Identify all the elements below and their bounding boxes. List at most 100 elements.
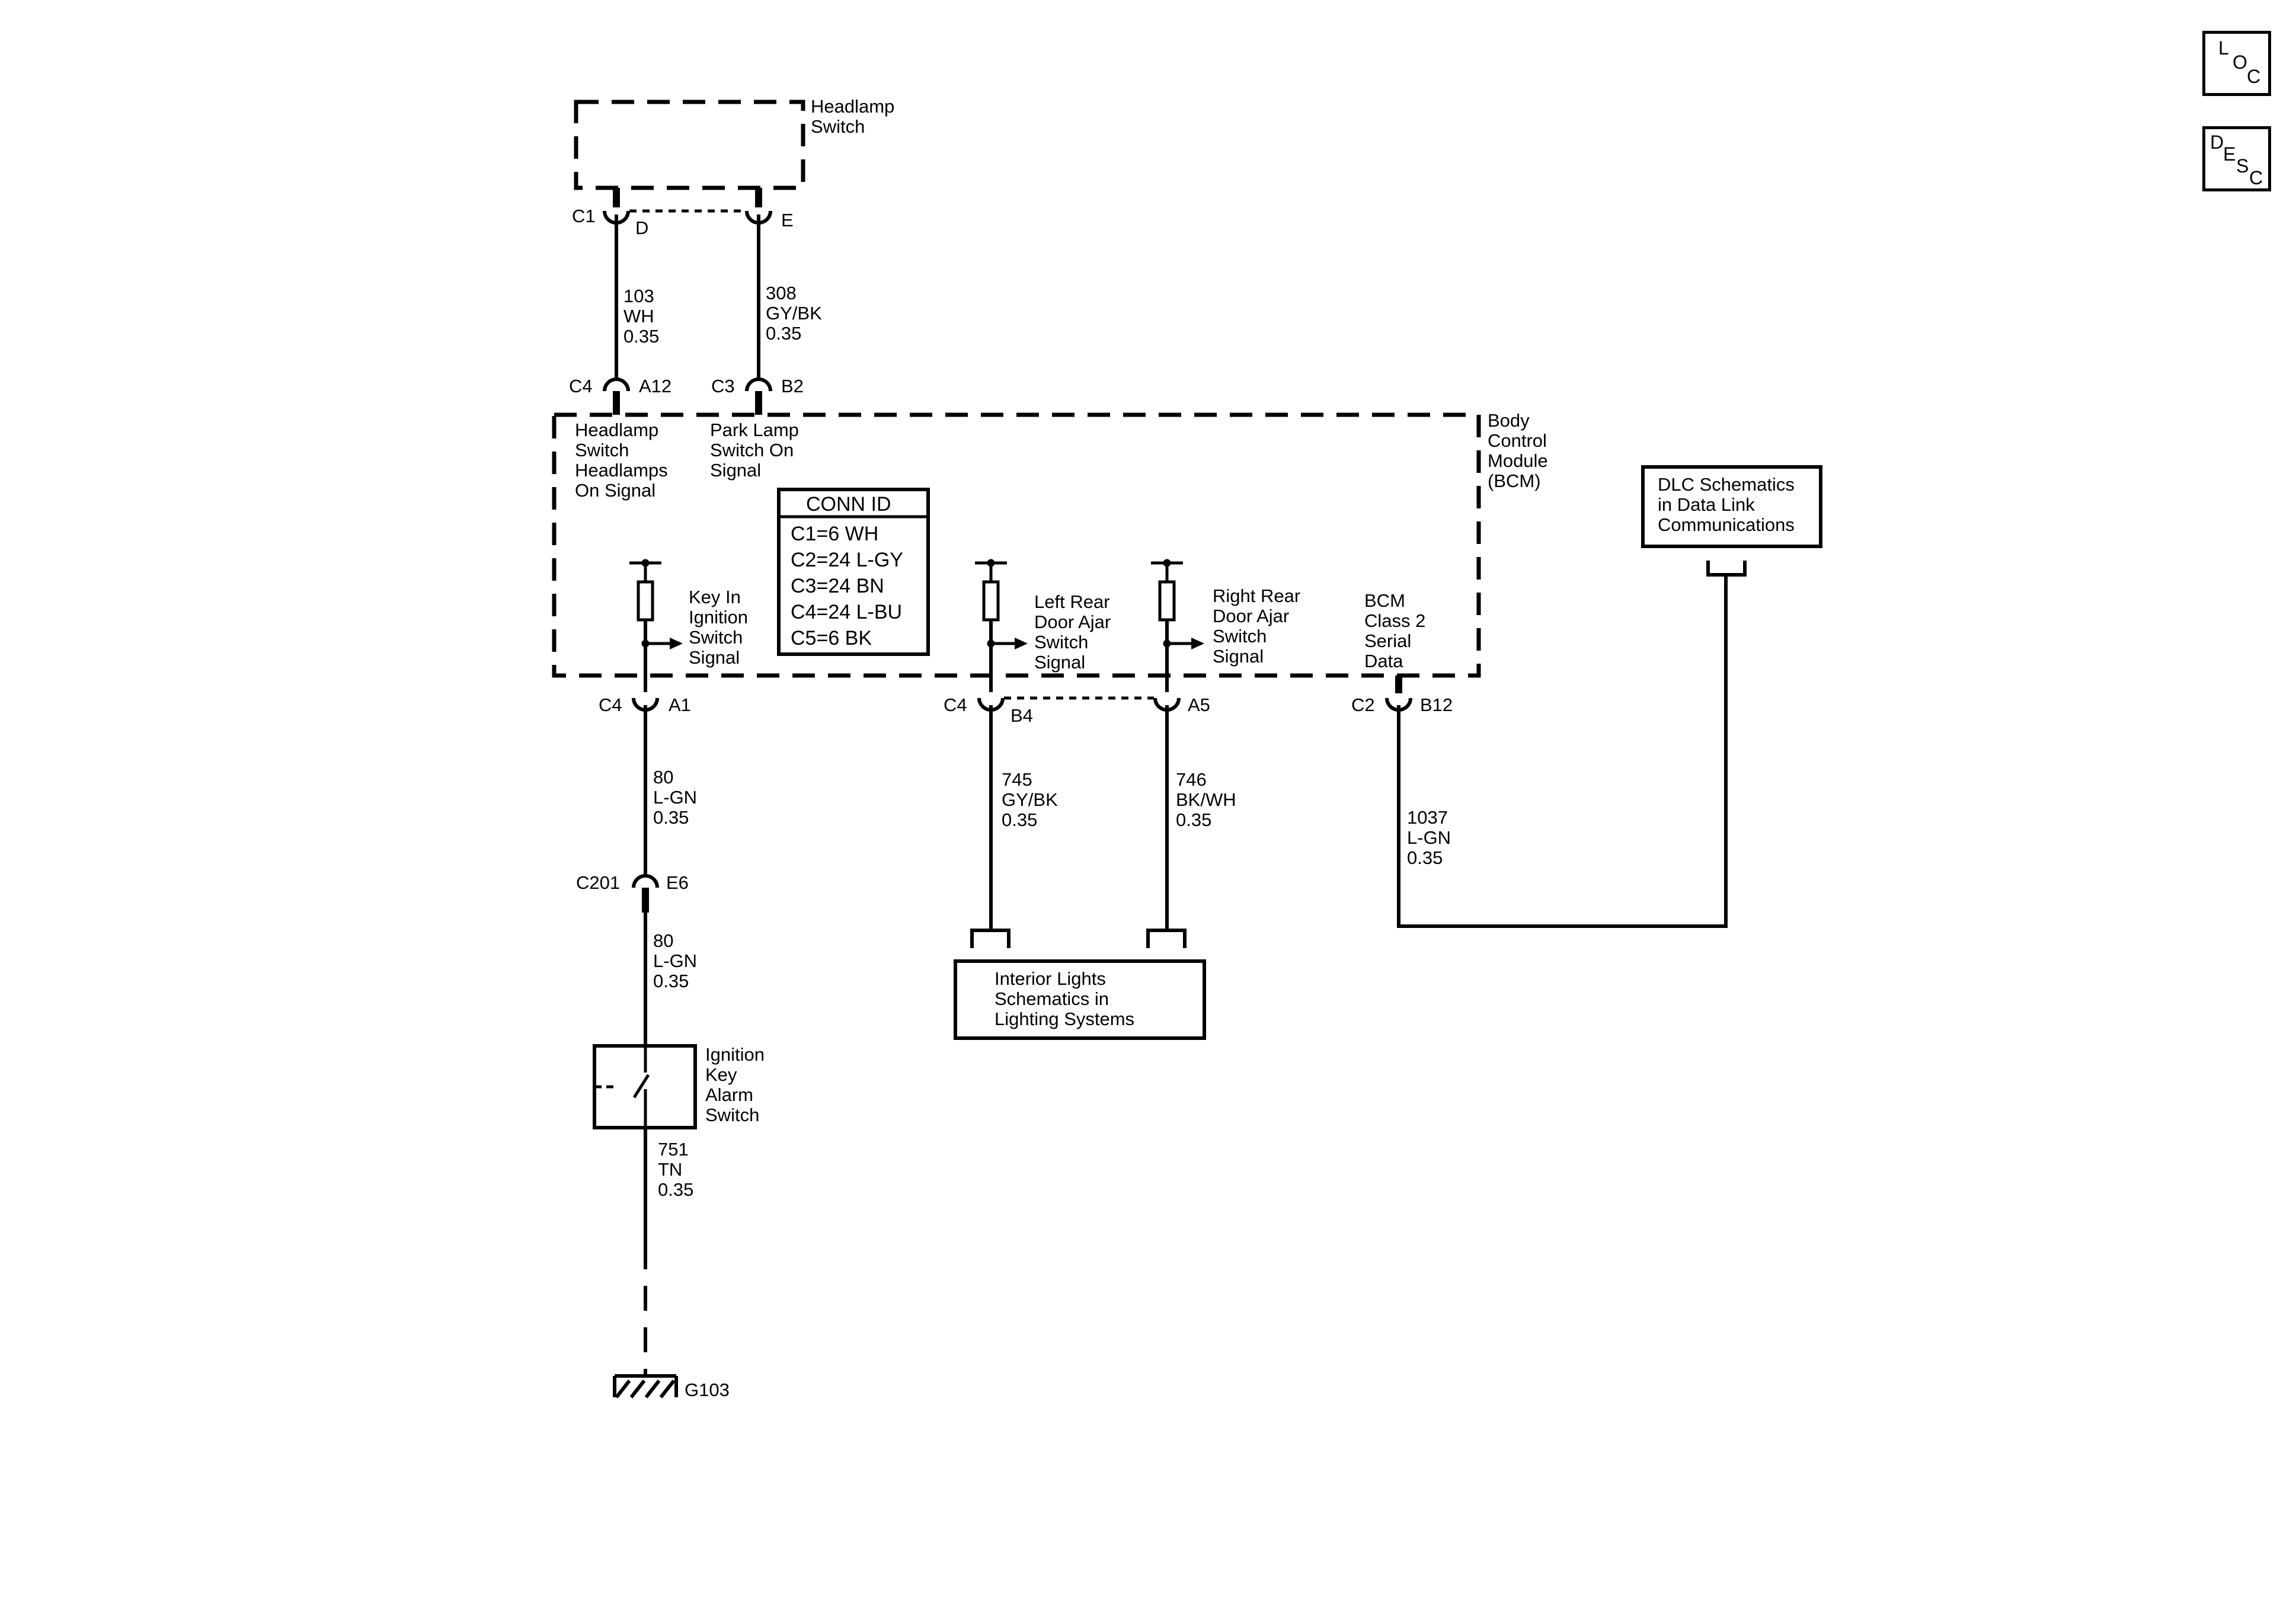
loc-button[interactable]: L O C [2202,31,2271,96]
pin-e6: E6 [666,872,689,893]
bcm-label-4: (BCM) [1488,470,1541,491]
bcm-label-2: Control [1488,430,1547,451]
right-rear-signal-2: Door Ajar [1213,606,1289,626]
pin-b2: B2 [781,376,804,396]
loc-letter-l: L [2218,37,2229,59]
right-rear-signal-1: Right Rear [1213,585,1300,606]
wire-80a-color: L-GN [653,787,697,808]
interior-lights-label-3: Lighting Systems [994,1009,1134,1029]
headlamp-switch-label-2: Switch [811,116,865,137]
dlc-label-3: Communications [1658,514,1795,535]
headlamp-signal-1: Headlamp [575,420,658,440]
headlamp-switch-label-1: Headlamp [811,96,894,117]
conn-id-row: C3=24 BN [791,575,884,597]
wire-745-color: GY/BK [1002,789,1058,810]
ignition-switch-label-1: Ignition [705,1044,765,1065]
class2-signal-2: Class 2 [1364,610,1425,631]
c201-connector [632,874,659,913]
class2-signal-3: Serial [1364,630,1411,651]
wire-80a-gauge: 0.35 [653,807,689,828]
headlamp-signal-3: Headlamps [575,460,668,481]
park-signal-1: Park Lamp [710,420,799,440]
headlamp-signal-2: Switch [575,440,629,460]
connector-c4-a1: C4 [599,694,622,715]
interior-lights-label-2: Schematics in [994,988,1109,1009]
connector-c4-b4: C4 [944,694,967,715]
wire-745-circuit: 745 [1002,769,1032,790]
right-rear-signal-3: Switch [1213,626,1267,646]
wire-1037 [1397,575,1728,928]
bcm-label-1: Body [1488,410,1530,431]
wire-751-circuit: 751 [658,1139,689,1160]
wire-103-circuit: 103 [623,286,654,306]
pin-b12: B12 [1420,694,1453,715]
wire-308-circuit: 308 [766,283,797,303]
ground-g103-icon [613,1374,678,1398]
class2-signal-1: BCM [1364,590,1405,611]
connector-c2: C2 [1351,694,1375,715]
wire-80b-color: L-GN [653,950,697,971]
key-in-signal-1: Key In [689,587,741,607]
dlc-label-2: in Data Link [1658,494,1755,515]
pin-b4: B4 [1011,705,1033,726]
key-in-signal-2: Ignition [689,607,748,628]
wire-746-color: BK/WH [1176,789,1236,810]
interior-lights-brackets [970,929,1187,948]
left-rear-signal-4: Signal [1034,652,1085,673]
desc-button[interactable]: D E S C [2202,126,2271,191]
wire-308-gauge: 0.35 [766,323,801,344]
wire-80b-gauge: 0.35 [653,971,689,991]
wire-751-gauge: 0.35 [658,1179,693,1200]
wire-103-color: WH [623,306,654,327]
wire-751-color: TN [658,1159,682,1180]
bcm-box [552,412,1481,678]
ignition-switch-label-4: Switch [705,1105,759,1125]
conn-id-row: C5=6 BK [791,627,872,649]
ignition-key-alarm-switch [593,1044,697,1129]
connector-c4-top: C4 [569,376,593,396]
desc-letter-d: D [2210,132,2224,153]
dlc-box[interactable] [1641,465,1822,548]
pin-a12: A12 [639,376,671,396]
bcm-top-connectors [603,377,772,415]
bcm-internal-circuits [629,559,1402,693]
conn-id-row: C2=24 L-GY [791,549,903,571]
pin-d: D [635,217,648,238]
right-rear-signal-4: Signal [1213,646,1264,667]
connector-c3: C3 [711,376,735,396]
ignition-switch-label-3: Alarm [705,1084,753,1105]
conn-id-row: C4=24 L-BU [791,601,902,623]
conn-id-row: C1=6 WH [791,523,878,545]
pin-a1: A1 [669,694,691,715]
left-rear-signal-1: Left Rear [1034,591,1110,612]
key-in-signal-4: Signal [689,647,740,668]
conn-id-title: CONN ID [806,493,891,516]
pin-a5: A5 [1188,694,1210,715]
conn-id-table: CONN ID C1=6 WH C2=24 L-GY C3=24 BN C4=2… [777,488,930,656]
desc-letter-c: C [2249,167,2263,188]
interior-lights-box[interactable] [954,959,1206,1040]
dlc-bracket [1706,561,1747,577]
wire-746-gauge: 0.35 [1176,809,1211,830]
left-rear-signal-2: Door Ajar [1034,612,1111,632]
loc-letter-c: C [2247,66,2261,87]
wire-746-circuit: 746 [1176,769,1207,790]
wire-1037-gauge: 0.35 [1407,847,1443,868]
interior-lights-label-1: Interior Lights [994,968,1106,989]
headlamp-switch-box [574,100,805,190]
wire-745-gauge: 0.35 [1002,809,1037,830]
desc-letter-s: S [2236,155,2249,177]
dlc-label-1: DLC Schematics [1658,474,1795,495]
desc-letter-e: E [2223,143,2236,165]
headlamp-signal-4: On Signal [575,480,655,501]
key-in-signal-3: Switch [689,627,743,648]
loc-letter-o: O [2233,52,2247,73]
connector-c1: C1 [572,206,596,226]
ignition-switch-label-2: Key [705,1064,737,1085]
park-signal-3: Signal [710,460,761,481]
park-signal-2: Switch On [710,440,794,460]
ground-label: G103 [685,1379,730,1400]
wire-1037-color: L-GN [1407,827,1451,848]
connector-c201: C201 [576,872,620,893]
